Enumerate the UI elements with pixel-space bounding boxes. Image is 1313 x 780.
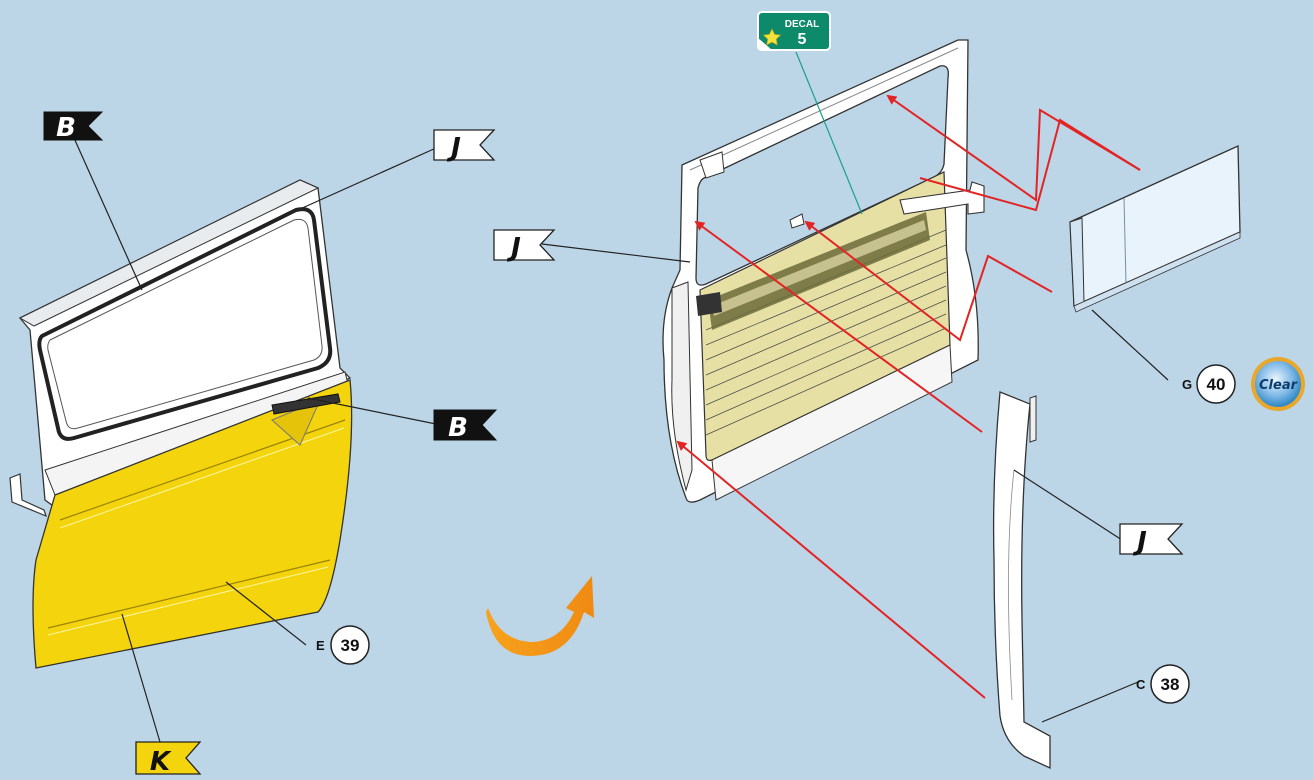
clear-badge-icon: Clear <box>1251 357 1305 411</box>
paint-flag-j-top: J <box>434 130 494 163</box>
pillar-part-c38 <box>994 392 1050 768</box>
part-number: 38 <box>1161 675 1180 694</box>
decal-label: DECAL <box>785 19 819 30</box>
decal-number: 5 <box>798 31 807 48</box>
paint-flag-b-top: B <box>44 112 102 143</box>
material-label: Clear <box>1259 378 1299 393</box>
flip-over-arrow-icon <box>486 576 594 656</box>
part-number: 40 <box>1207 375 1226 394</box>
part-letter: C <box>1136 677 1146 692</box>
part-callout-c38: C 38 <box>1136 665 1189 703</box>
paint-flag-j-right: J <box>1120 524 1182 557</box>
part-number: 39 <box>341 636 360 655</box>
arrow-pillar-bottom <box>678 442 985 698</box>
paint-flag-j-middle: J <box>494 230 554 263</box>
paint-flag-k: K <box>136 742 200 777</box>
part-letter: G <box>1182 377 1192 392</box>
decal-badge: DECAL 5 <box>758 12 830 50</box>
inner-door-frame <box>663 40 984 502</box>
paint-flag-b-handle: B <box>434 410 496 443</box>
part-letter: E <box>316 638 325 653</box>
outer-door-part-e39 <box>10 180 352 668</box>
part-callout-g40: G 40 Clear <box>1182 357 1305 411</box>
paint-code-b: B <box>448 413 468 443</box>
paint-code-b: B <box>56 113 76 143</box>
paint-code-k: K <box>150 747 172 777</box>
part-callout-e39: E 39 <box>316 626 369 664</box>
window-glass-part-g40 <box>1070 146 1240 312</box>
